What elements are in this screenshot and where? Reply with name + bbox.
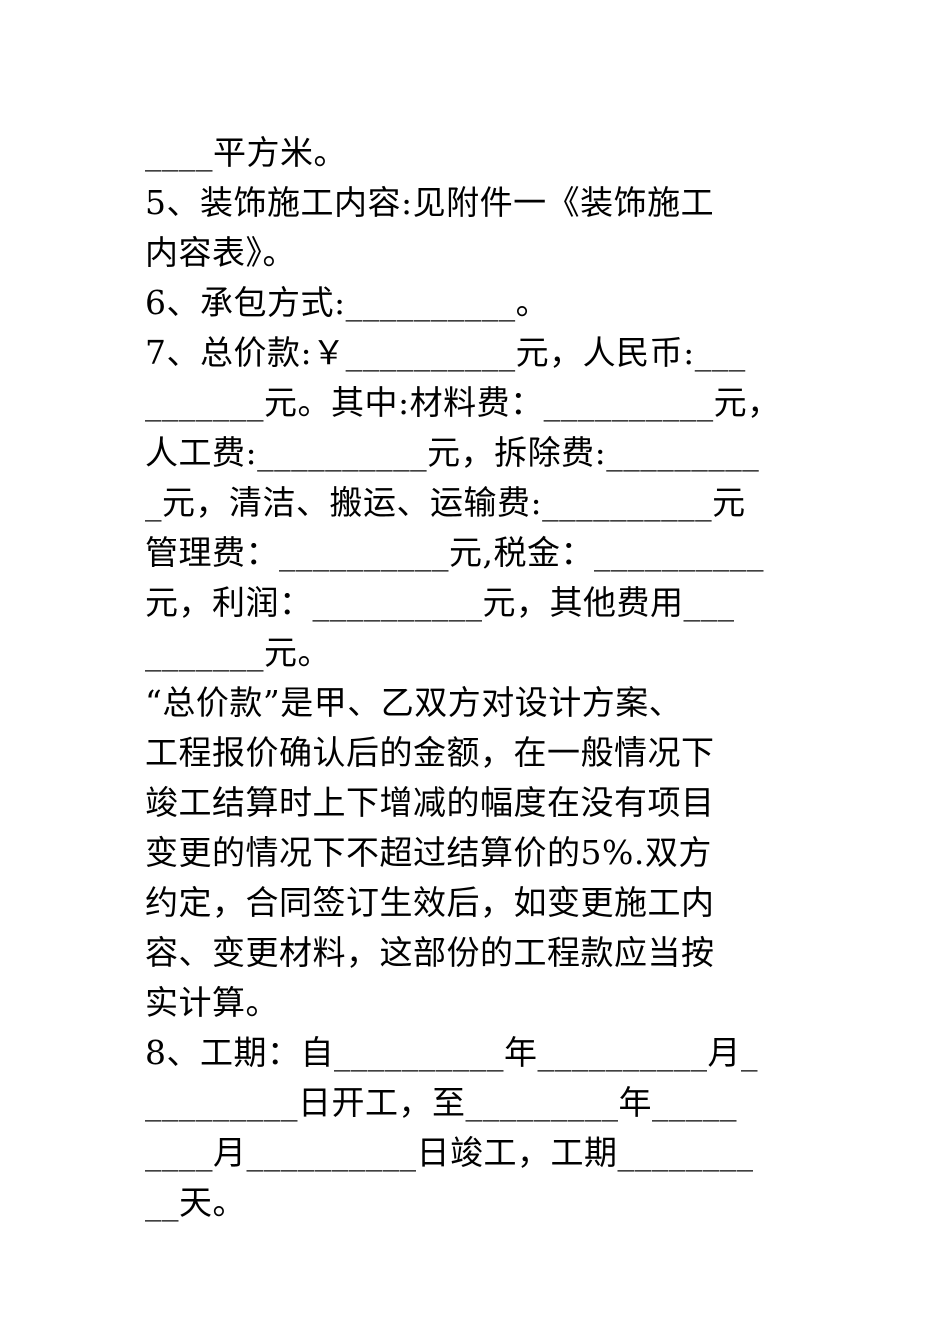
text-line-total-definition: “总价款”是甲、乙双方对设计方案、 (145, 683, 683, 722)
text-line-clause-8: 8、工期：自__________年__________月_ (145, 1033, 758, 1072)
text-line-clause-5-cont: 内容表》。 (145, 233, 296, 272)
text-line-total-definition-7: 实计算。 (145, 983, 279, 1022)
document-body: ____平方米。 5、装饰施工内容:见附件一《装饰施工 内容表》。 6、承包方式… (145, 128, 825, 1228)
text-line-clause-5: 5、装饰施工内容:见附件一《装饰施工 (145, 183, 715, 222)
text-line-clause-7-materials: _______元。其中:材料费：__________元， (145, 383, 781, 422)
text-line-area-unit: ____平方米。 (145, 133, 347, 172)
text-line-total-definition-3: 竣工结算时上下增减的幅度在没有项目 (145, 783, 715, 822)
text-line-clause-8-start: _________日开工，至_________年_____ (145, 1083, 737, 1122)
text-line-clause-8-end: ____月__________日竣工，工期________ (145, 1133, 754, 1172)
text-line-clause-7-profit: 元，利润：__________元，其他费用___ (145, 583, 735, 622)
text-line-total-definition-2: 工程报价确认后的金额，在一般情况下 (145, 733, 715, 772)
text-line-clause-6: 6、承包方式:__________。 (145, 283, 550, 322)
text-line-clause-7-management: 管理费：__________元,税金：__________ (145, 533, 764, 572)
text-line-clause-7: 7、总价款:￥__________元，人民币:___ (145, 333, 746, 372)
text-line-clause-7-labor: 人工费:__________元，拆除费:_________ (145, 433, 760, 472)
text-line-clause-7-cleaning: _元，清洁、搬运、运输费:__________元 (145, 483, 746, 522)
text-line-total-definition-4: 变更的情况下不超过结算价的5%.双方 (145, 833, 712, 872)
text-line-clause-7-end: _______元。 (145, 633, 331, 672)
text-line-total-definition-6: 容、变更材料，这部份的工程款应当按 (145, 933, 715, 972)
text-line-total-definition-5: 约定，合同签订生效后，如变更施工内 (145, 883, 715, 922)
text-line-clause-8-days: __天。 (145, 1183, 246, 1222)
